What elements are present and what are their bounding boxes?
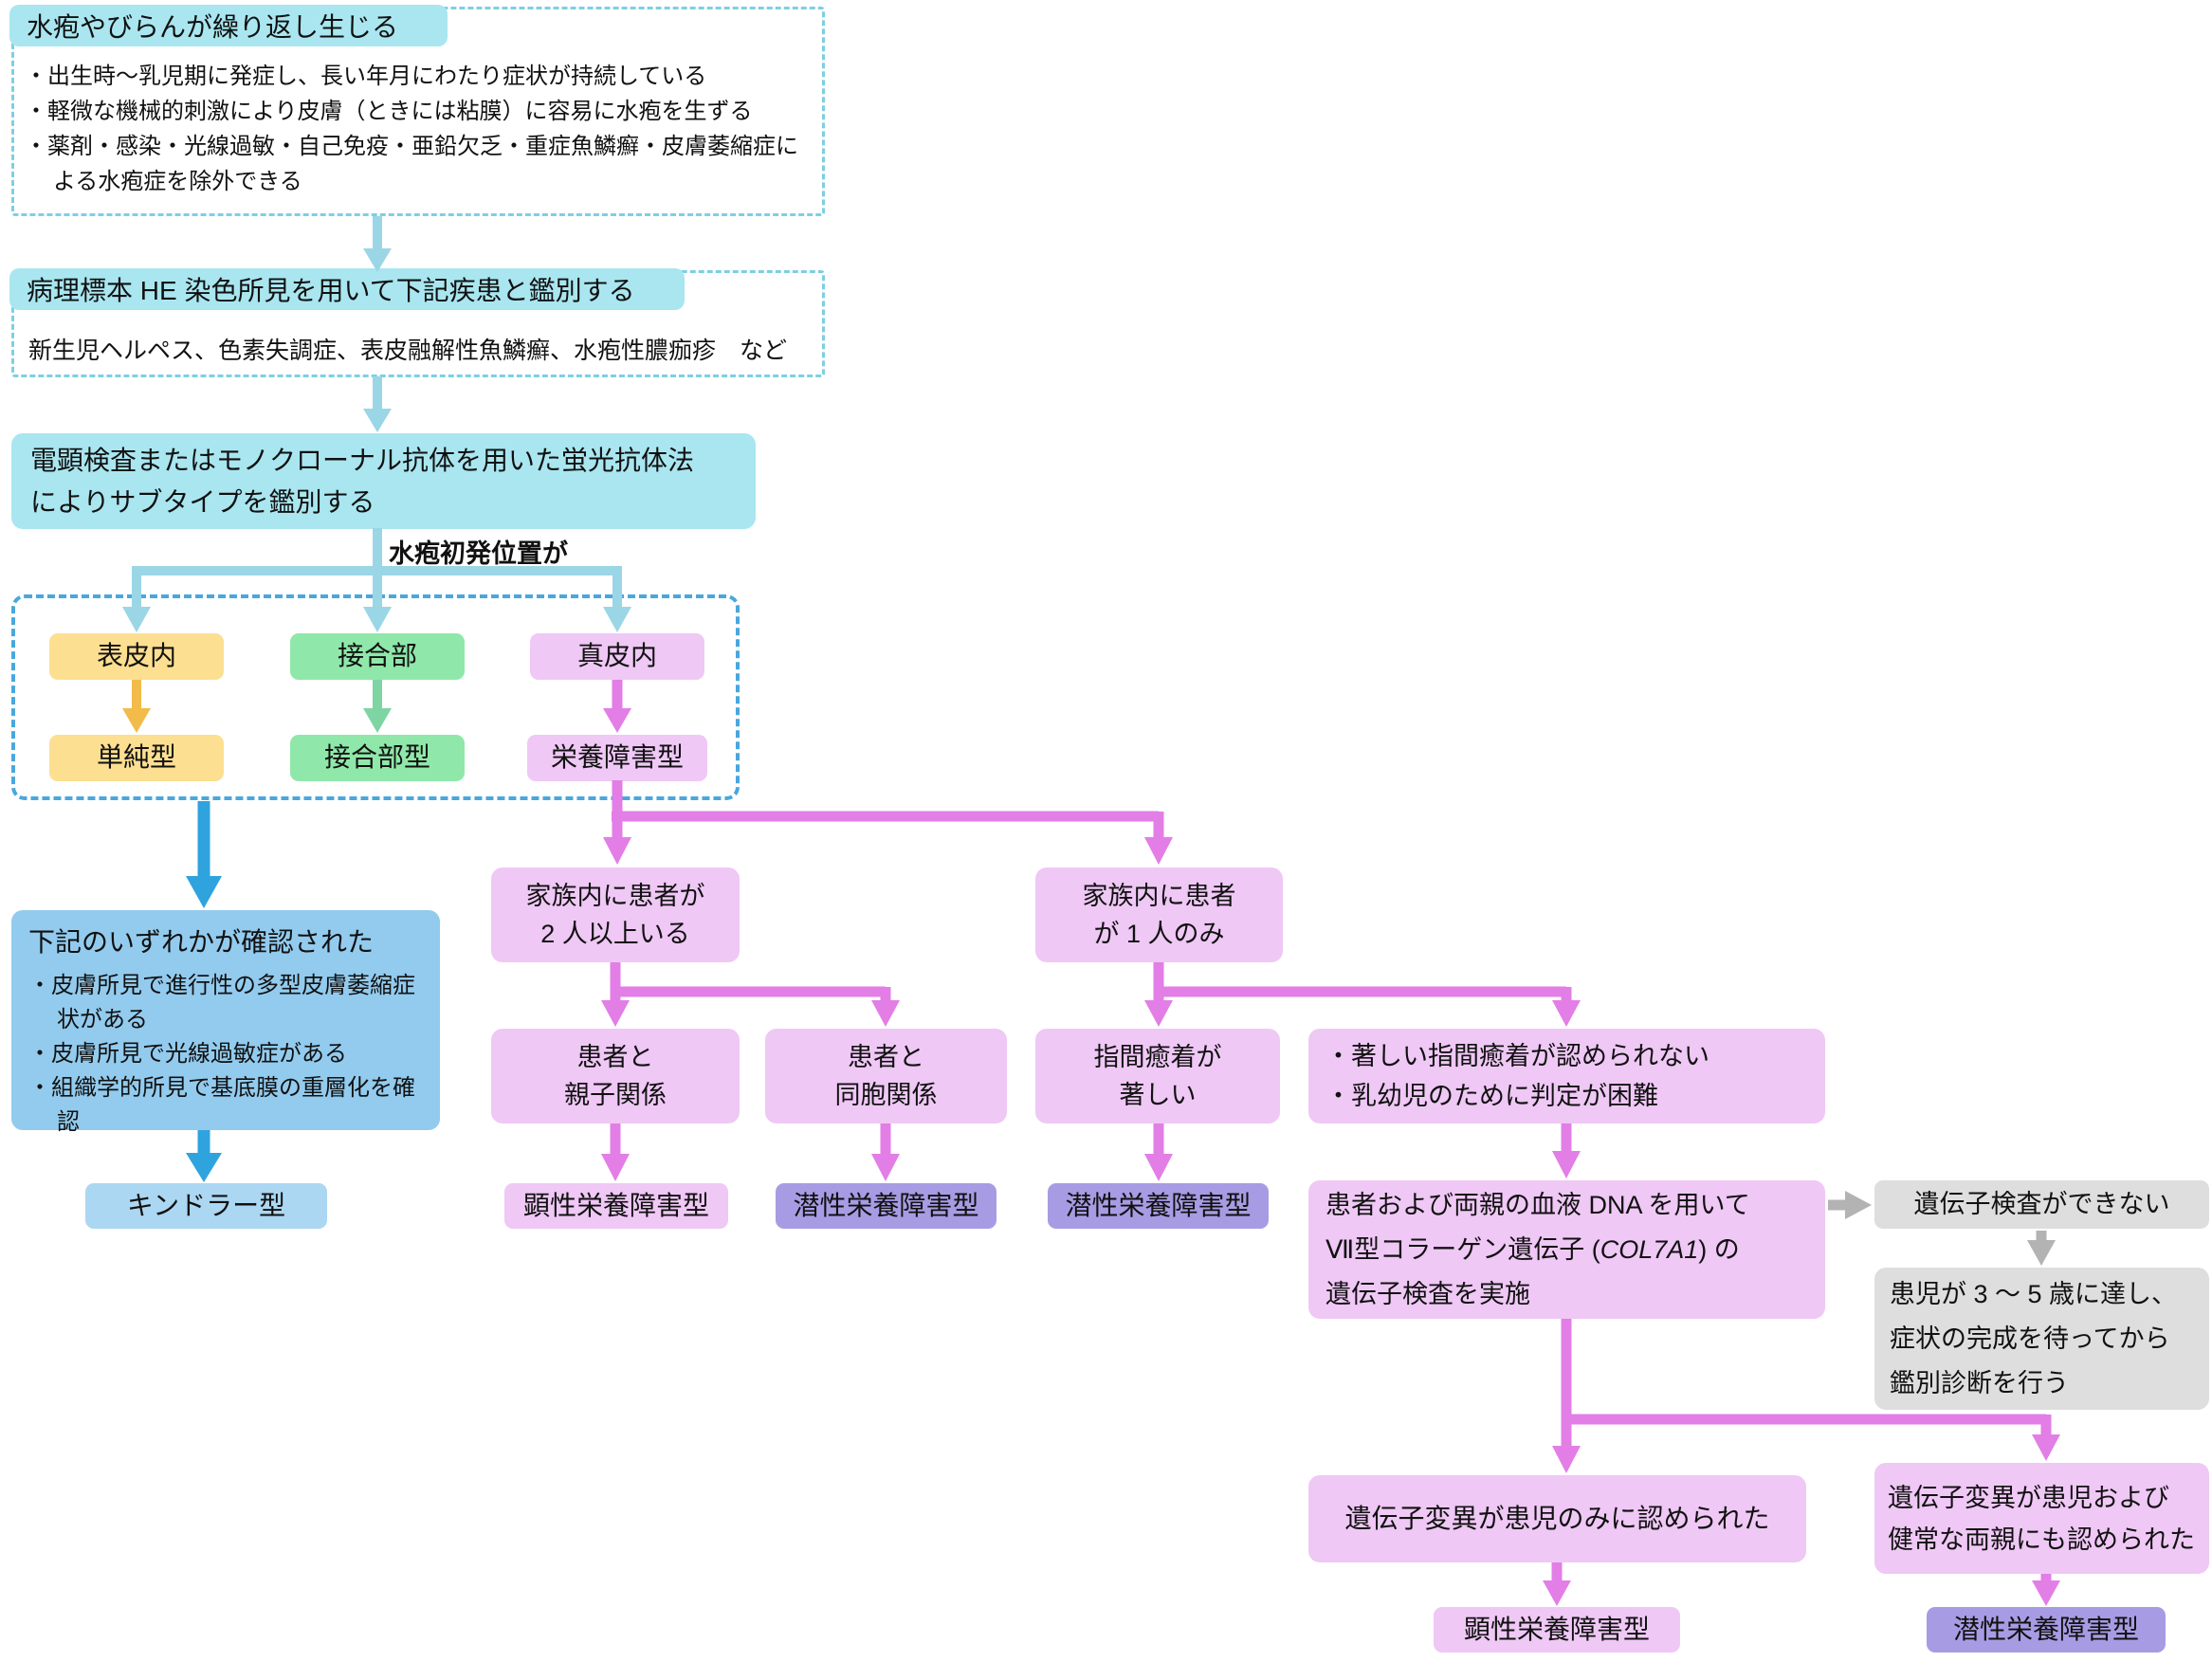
dna-test-line2-post: ) の (1698, 1234, 1740, 1264)
node-family-single: 家族内に患者 が 1 人のみ (1035, 868, 1283, 962)
wait-diagnosis-line: 症状の完成を待ってから (1890, 1324, 2170, 1353)
arrow-webbing-result (1144, 1123, 1173, 1181)
arrow-notest-to-wait (2027, 1231, 2056, 1266)
node-parent-child: 患者と 親子関係 (491, 1029, 740, 1123)
node-no-gene-test: 遺伝子検査ができない (1874, 1180, 2209, 1229)
node-recessive-dystrophic-1: 潜性栄養障害型 (776, 1183, 996, 1229)
node-dominant-dystrophic-2: 顕性栄養障害型 (1434, 1607, 1680, 1653)
mutation-child-parents-line: 遺伝子変異が患児および (1888, 1483, 2169, 1512)
node-mutation-child-and-parents: 遺伝子変異が患児および 健常な両親にも認められた (1874, 1463, 2209, 1574)
family-single-line: 家族内に患者 (1082, 882, 1236, 910)
family-multiple-line: 2 人以上いる (540, 920, 690, 948)
node-kindler-criteria: 下記のいずれかが確認された ・皮膚所見で進行性の多型皮膚萎縮症状がある ・皮膚所… (11, 910, 440, 1135)
wait-diagnosis-line: 患児が 3 〜 5 歳に達し、 (1890, 1279, 2178, 1308)
arrow-nowebbing-to-dnatest (1552, 1123, 1581, 1178)
node-intraepidermal: 表皮内 (49, 633, 224, 680)
dna-test-line2-pre: Ⅶ型コラーゲン遺伝子 ( (1325, 1234, 1600, 1264)
parent-child-line: 親子関係 (564, 1081, 667, 1109)
no-webbing-line: ・著しい指間癒着が認められない (1325, 1042, 1709, 1070)
node-webbing: 指間癒着が 著しい (1035, 1029, 1280, 1123)
arrow-sibling-result (871, 1123, 900, 1181)
node-dna-test: 患者および両親の血液 DNA を用いて Ⅶ型コラーゲン遺伝子 (COL7A1) … (1308, 1180, 1825, 1319)
entry-title: 水疱やびらんが繰り返し生じる (9, 5, 448, 46)
dna-test-line: Ⅶ型コラーゲン遺伝子 (COL7A1) の (1325, 1228, 1808, 1272)
parent-child-line: 患者と (576, 1043, 654, 1071)
arrow-dnatest-to-notest (1828, 1191, 1872, 1219)
branch-label: 水疱初発位置が (389, 539, 568, 568)
kindler-criteria-bullet: ・組織学的所見で基底膜の重層化を確認 (28, 1075, 415, 1136)
node-no-webbing: ・著しい指間癒着が認められない ・乳幼児のために判定が困難 (1308, 1029, 1825, 1123)
node-recessive-dystrophic-2: 潜性栄養障害型 (1048, 1183, 1269, 1229)
arrow-to-kindler-criteria (186, 801, 222, 908)
webbing-line: 指間癒着が (1093, 1043, 1222, 1071)
kindler-criteria-bullet: ・皮膚所見で進行性の多型皮膚萎縮症状がある (28, 973, 415, 1033)
wait-diagnosis-line: 鑑別診断を行う (1890, 1368, 2069, 1397)
kindler-criteria-bullet: ・皮膚所見で光線過敏症がある (28, 1041, 347, 1068)
arrow-childonly-result (1543, 1562, 1571, 1606)
node-junctional: 接合部型 (290, 735, 465, 781)
subtype-method-line: によりサブタイプを鑑別する (30, 486, 375, 517)
dna-test-line: 遺伝子検査を実施 (1325, 1279, 1530, 1308)
node-intradermal: 真皮内 (530, 633, 704, 680)
subtype-method-line: 電顕検査またはモノクローナル抗体を用いた蛍光抗体法 (30, 445, 695, 475)
node-sibling: 患者と 同胞関係 (765, 1029, 1007, 1123)
dna-test-line: 患者および両親の血液 DNA を用いて (1325, 1190, 1750, 1219)
family-single-line: が 1 人のみ (1093, 920, 1225, 948)
sibling-line: 患者と (848, 1043, 924, 1071)
pathology-note: 新生児ヘルペス、色素失調症、表皮融解性魚鱗癬、水疱性膿痂疹 など (28, 338, 788, 364)
node-dominant-dystrophic-1: 顕性栄養障害型 (504, 1183, 728, 1229)
pathology-title: 病理標本 HE 染色所見を用いて下記疾患と鑑別する (9, 268, 685, 310)
node-mutation-child-only: 遺伝子変異が患児のみに認められた (1308, 1475, 1806, 1562)
arrow-entry-to-pathology (363, 216, 392, 272)
branch-family-single (1144, 962, 1581, 1027)
no-webbing-line: ・乳幼児のために判定が困難 (1325, 1082, 1658, 1110)
kindler-criteria-title: 下記のいずれかが確認された (28, 927, 375, 957)
arrow-parentchild-result (601, 1123, 630, 1181)
mutation-child-parents-line: 健常な両親にも認められた (1888, 1525, 2195, 1554)
node-simplex: 単純型 (49, 735, 224, 781)
node-dystrophic: 栄養障害型 (527, 735, 707, 781)
node-wait-diagnosis: 患児が 3 〜 5 歳に達し、 症状の完成を待ってから 鑑別診断を行う (1874, 1268, 2209, 1410)
entry-bullet: ・出生時〜乳児期に発症し、長い年月にわたり症状が持続している (25, 64, 707, 89)
arrow-childparents-result (2032, 1574, 2060, 1606)
entry-bullet: ・軽微な機械的刺激により皮膚（ときには粘膜）に容易に水疱を生ずる (25, 99, 753, 124)
node-subtype-method: 電顕検査またはモノクローナル抗体を用いた蛍光抗体法 によりサブタイプを鑑別する (11, 433, 756, 529)
node-junctional-site: 接合部 (290, 633, 465, 680)
node-kindler: キンドラー型 (85, 1183, 327, 1229)
entry-bullet: ・薬剤・感染・光線過敏・自己免疫・亜鉛欠乏・重症魚鱗癬・皮膚萎縮症による水疱症を… (25, 134, 798, 194)
sibling-line: 同胞関係 (834, 1081, 938, 1109)
branch-family-multiple (601, 962, 900, 1027)
node-family-multiple: 家族内に患者が 2 人以上いる (491, 868, 740, 962)
arrow-pathology-to-method (363, 376, 392, 432)
entry-bullets: ・出生時〜乳児期に発症し、長い年月にわたり症状が持続している ・軽微な機械的刺激… (25, 59, 812, 199)
node-recessive-dystrophic-3: 潜性栄養障害型 (1927, 1607, 2166, 1653)
webbing-line: 著しい (1119, 1081, 1197, 1109)
dna-test-gene: COL7A1 (1600, 1234, 1699, 1264)
family-multiple-line: 家族内に患者が (525, 882, 705, 910)
